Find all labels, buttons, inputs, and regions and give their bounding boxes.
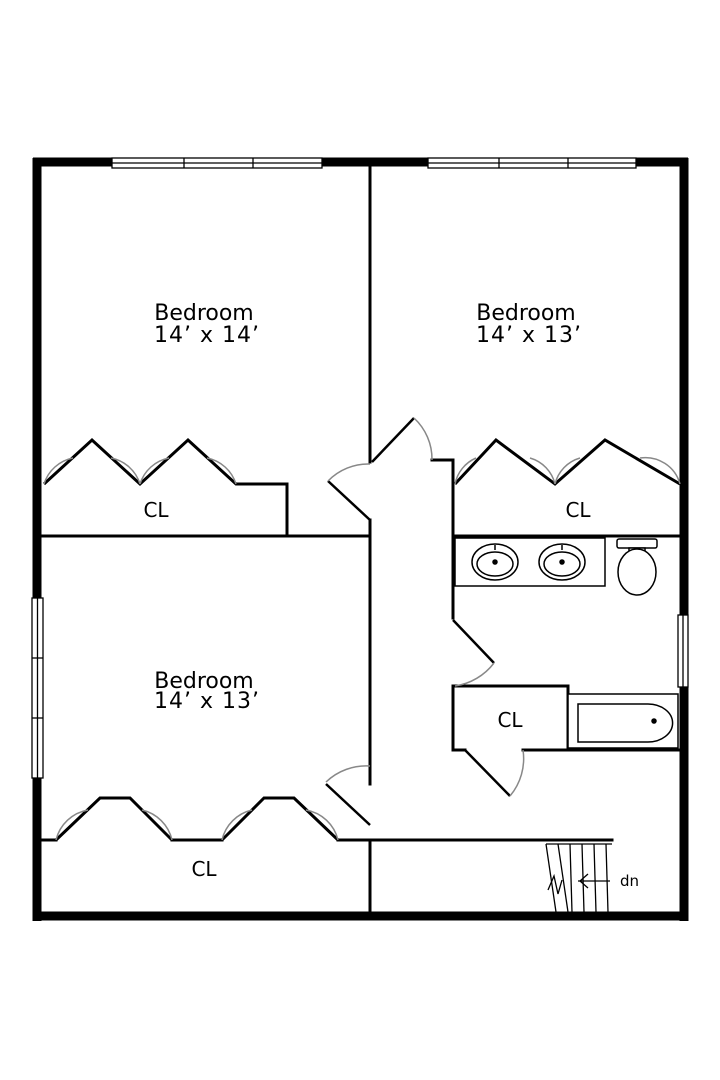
closet-label: CL: [191, 857, 217, 881]
window-left: [31, 597, 44, 779]
door-bedroom-top-right: [371, 417, 433, 463]
room-label: Bedroom: [154, 669, 254, 694]
door-bedroom-bottom: [325, 765, 371, 826]
room-label: Bedroom: [154, 301, 254, 326]
door-bathroom: [452, 619, 495, 687]
closet-label: CL: [143, 498, 169, 522]
sink-icon: [538, 543, 586, 581]
exterior-walls: [32, 157, 689, 921]
stairs: [545, 843, 612, 913]
sink-icon: [471, 543, 519, 581]
room-dimensions: 14’ x 13’: [476, 323, 582, 348]
closet-door-bottom-left: [54, 796, 340, 842]
room-dimensions: 14’ x 13’: [154, 689, 260, 714]
stairs-down-label: dn: [620, 872, 639, 890]
bathtub-icon: [567, 693, 679, 749]
room-dimensions: 14’ x 14’: [154, 323, 260, 348]
arrow-left-icon: [578, 873, 610, 889]
interior-walls: [39, 164, 682, 914]
closet-door-top-left: [42, 437, 270, 487]
window-right: [677, 614, 689, 688]
closet-label: CL: [497, 708, 523, 732]
toilet-icon: [616, 538, 658, 596]
window-top-right: [427, 157, 637, 169]
closet-label: CL: [565, 498, 591, 522]
window-top-left: [111, 157, 323, 169]
door-hall-closet: [464, 749, 525, 797]
closet-door-top-right: [453, 437, 681, 486]
door-bedroom-top-left: [327, 463, 371, 521]
room-label: Bedroom: [476, 301, 576, 326]
vanity: [454, 537, 606, 587]
